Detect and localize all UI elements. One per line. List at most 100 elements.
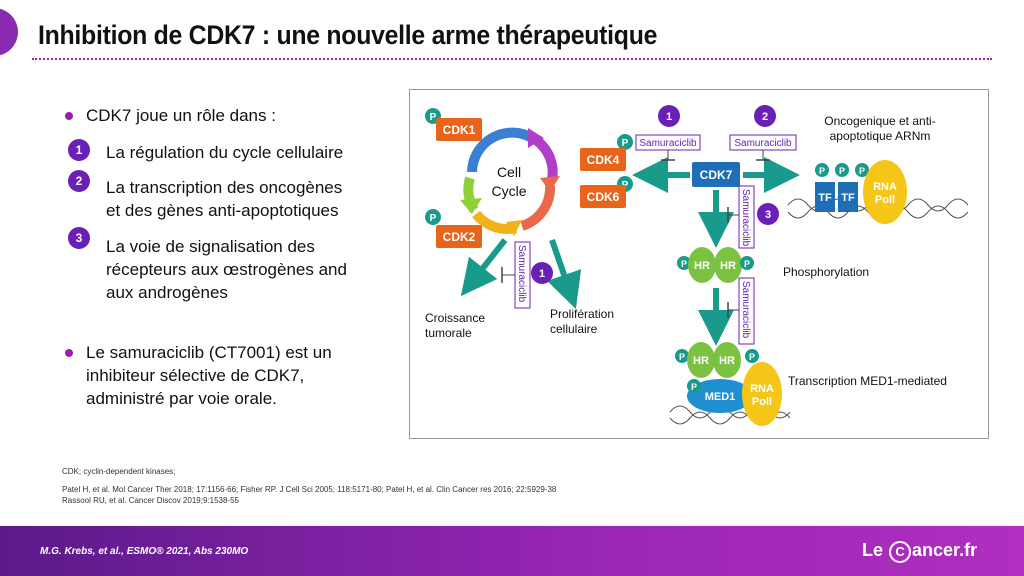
hr-label: HR bbox=[719, 355, 735, 367]
number-badge-2 bbox=[754, 105, 776, 127]
footnote-abbrev: CDK; cyclin-dependent kinases; bbox=[62, 467, 176, 476]
number-badge-1 bbox=[658, 105, 680, 127]
bullet-samuraciclib-line-3: administré par voie orale. bbox=[86, 389, 277, 408]
cdk6-label: CDK6 bbox=[587, 190, 620, 204]
phosphate-icon bbox=[855, 163, 869, 177]
phosphate-icon bbox=[740, 256, 754, 270]
cdk4-box bbox=[580, 148, 626, 171]
cdk1-label: CDK1 bbox=[443, 123, 476, 137]
sub-bullet-3-line-1: La voie de signalisation des bbox=[106, 237, 315, 256]
samuraciclib-label: Samuraciclib bbox=[734, 138, 792, 149]
rna-pol-shape bbox=[742, 362, 782, 426]
cdk4-label: CDK4 bbox=[587, 153, 620, 167]
number-badge-label: 1 bbox=[666, 111, 672, 123]
phosphate-icon bbox=[425, 209, 441, 225]
cdk7-box bbox=[692, 162, 740, 187]
oncogenique-label-2: apoptotique ARNm bbox=[830, 129, 931, 143]
hr-label: HR bbox=[720, 260, 736, 272]
phosphate-icon bbox=[677, 256, 691, 270]
number-badge-1 bbox=[531, 262, 553, 284]
hr-shape bbox=[713, 342, 741, 378]
hr-label: HR bbox=[694, 260, 710, 272]
logo-rest: ancer.fr bbox=[912, 540, 978, 560]
logo-c: C bbox=[889, 541, 912, 563]
phosphate-label: P bbox=[430, 213, 437, 224]
transcription-label: Transcription MED1-mediated bbox=[788, 374, 947, 388]
phosphate-icon bbox=[675, 349, 689, 363]
tf-box bbox=[815, 182, 835, 212]
cell-cycle-label-2: Cycle bbox=[491, 183, 526, 199]
phosphate-label: P bbox=[744, 259, 750, 269]
arrow-to-proliferation bbox=[547, 239, 582, 310]
phosphate-label: P bbox=[819, 166, 825, 176]
phosphate-icon bbox=[745, 349, 759, 363]
number-badge: 3 bbox=[68, 227, 90, 249]
corner-decoration bbox=[0, 8, 18, 56]
number-badge: 1 bbox=[68, 139, 90, 161]
rna-pol-label-1: RNA bbox=[873, 181, 897, 193]
rna-pol-label-2: Poll bbox=[875, 194, 895, 206]
proliferation-label-1: Prolifération bbox=[550, 307, 614, 321]
croissance-label-2: tumorale bbox=[425, 326, 472, 340]
phosphate-label: P bbox=[622, 138, 629, 149]
hr-shape bbox=[688, 247, 716, 283]
sub-bullet-3-line-3: aux androgènes bbox=[106, 283, 228, 302]
footer-bar bbox=[0, 526, 1024, 576]
reference-line-1: Patel H, et al. Mol Cancer Ther 2018; 17… bbox=[62, 485, 557, 494]
phosphate-label: P bbox=[859, 166, 865, 176]
number-badge-label: 3 bbox=[765, 209, 771, 221]
reference-line-2: Rassool RU, et al. Cancer Discov 2019;9:… bbox=[62, 496, 239, 505]
cdk1-box bbox=[436, 118, 482, 141]
phosphate-label: P bbox=[749, 352, 755, 362]
cdk2-box bbox=[436, 225, 482, 248]
cell-cycle-label-1: Cell bbox=[497, 164, 521, 180]
sub-bullet-3-line-2: récepteurs aux œstrogènes and bbox=[106, 260, 347, 279]
hr-label: HR bbox=[693, 355, 709, 367]
title-divider bbox=[32, 58, 992, 60]
sub-bullet-2-line-2: et des gènes anti-apoptotiques bbox=[106, 201, 339, 220]
cell-cycle-ring bbox=[460, 127, 560, 236]
phosphate-label: P bbox=[679, 352, 685, 362]
bullet-dot bbox=[65, 349, 73, 357]
number-badge-3 bbox=[757, 203, 779, 225]
bullet-samuraciclib-line-1: Le samuraciclib (CT7001) est un bbox=[86, 343, 332, 362]
samuraciclib-tag bbox=[738, 185, 755, 249]
cdk7-label: CDK7 bbox=[700, 168, 733, 182]
samuraciclib-label: Samuraciclib bbox=[740, 281, 751, 339]
bullet-cdk7-role: CDK7 joue un rôle dans : bbox=[86, 106, 276, 125]
rna-pol-label-1: RNA bbox=[750, 383, 774, 395]
number-badge: 2 bbox=[68, 170, 90, 192]
cdk2-label: CDK2 bbox=[443, 230, 476, 244]
sub-bullet-1-line-1: La régulation du cycle cellulaire bbox=[106, 143, 344, 162]
samuraciclib-tag bbox=[738, 277, 755, 345]
phosphate-label: P bbox=[839, 166, 845, 176]
cdk7-mechanism-diagram: Cell Cycle P CDK1 P CDK2 P CDK4 P CDK6 C… bbox=[409, 89, 989, 439]
hr-shape bbox=[687, 342, 715, 378]
logo-le: Le bbox=[862, 540, 884, 560]
footer-citation: M.G. Krebs, et al., ESMO® 2021, Abs 230M… bbox=[40, 546, 249, 557]
phosphorylation-label: Phosphorylation bbox=[783, 265, 869, 279]
sub-bullet-2-line-1: La transcription des oncogènes bbox=[106, 178, 343, 197]
phosphate-label: P bbox=[691, 382, 697, 392]
rna-pol-shape bbox=[863, 160, 907, 224]
hr-shape bbox=[714, 247, 742, 283]
page-title: Inhibition de CDK7 : une nouvelle arme t… bbox=[38, 20, 658, 50]
number-badge-label: 1 bbox=[539, 268, 545, 280]
med1-shape bbox=[687, 379, 753, 413]
number-badge-label: 2 bbox=[762, 111, 768, 123]
med1-label: MED1 bbox=[705, 391, 736, 403]
phosphate-label: P bbox=[430, 112, 437, 123]
tf-box bbox=[838, 182, 858, 212]
croissance-label-1: Croissance bbox=[425, 311, 485, 325]
phosphate-icon bbox=[815, 163, 829, 177]
phosphate-icon bbox=[617, 134, 633, 150]
arrow-to-croissance bbox=[460, 238, 508, 297]
phosphate-icon bbox=[687, 379, 701, 393]
oncogenique-label-1: Oncogeniquе et anti- bbox=[824, 114, 935, 128]
samuraciclib-label: Samuraciclib bbox=[639, 138, 697, 149]
phosphate-icon bbox=[835, 163, 849, 177]
bullet-dot bbox=[65, 112, 73, 120]
proliferation-label-2: cellulaire bbox=[550, 322, 598, 336]
bullet-samuraciclib-line-2: inhibiteur sélective de CDK7, bbox=[86, 366, 305, 385]
